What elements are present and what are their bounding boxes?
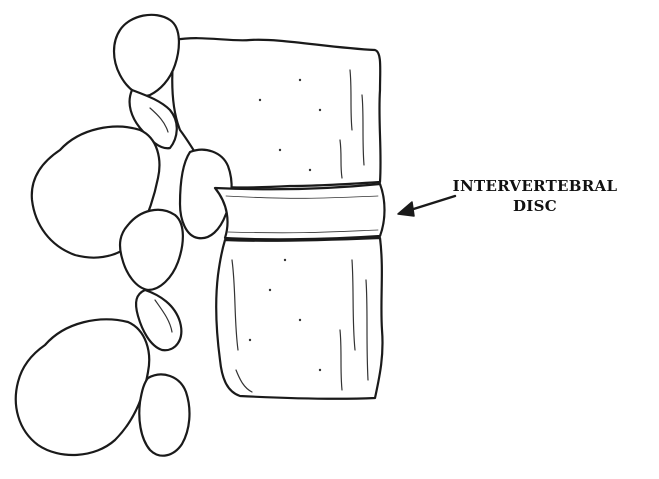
lower-superior-process (120, 210, 183, 290)
label-line-2: DISC (430, 196, 640, 216)
lower-inferior-facet (139, 374, 189, 455)
upper-superior-process (114, 15, 179, 96)
disc-arrow-head (398, 202, 414, 216)
lower-vertebral-body (216, 238, 382, 399)
lower-lamina (16, 319, 149, 455)
intervertebral-disc-label: INTERVERTEBRAL DISC (430, 176, 640, 216)
label-line-1: INTERVERTEBRAL (430, 176, 640, 196)
